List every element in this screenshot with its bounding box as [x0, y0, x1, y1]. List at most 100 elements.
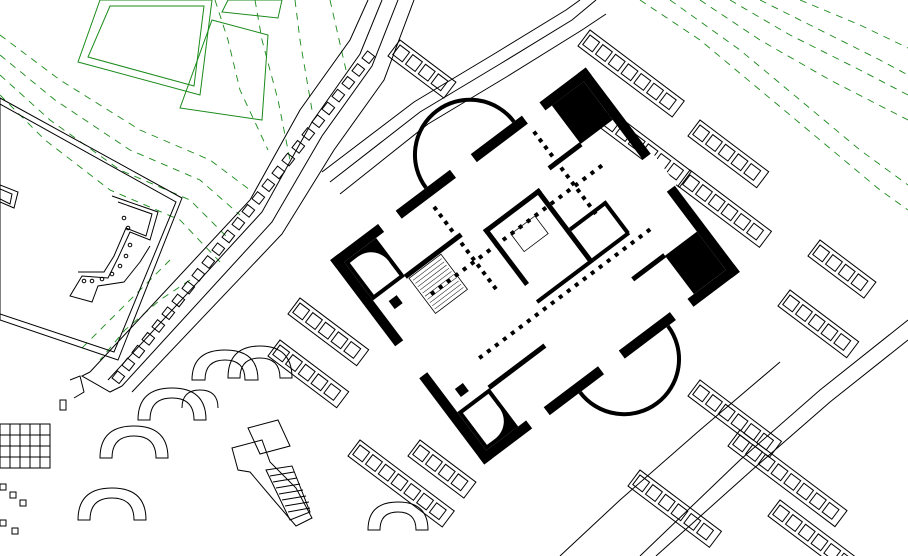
column-dot	[509, 230, 516, 236]
arcade-cell	[261, 178, 276, 193]
arcade-cell	[331, 88, 346, 103]
room-cell	[794, 303, 814, 323]
column-dot	[565, 187, 572, 194]
room-row	[777, 289, 860, 359]
column-dot	[591, 209, 598, 216]
column-dot	[517, 224, 524, 230]
room-cell	[695, 522, 715, 541]
room-row-outline	[727, 429, 848, 528]
room-cell	[732, 434, 751, 453]
arcade-cell	[191, 267, 206, 282]
column-dot	[461, 266, 468, 272]
column-dot	[589, 269, 596, 276]
arcade-cell	[111, 370, 126, 385]
column-dot	[581, 175, 588, 182]
right-block-rows	[387, 29, 877, 359]
room-cell	[770, 463, 789, 482]
room-cell	[820, 323, 839, 342]
column-dot	[589, 169, 596, 176]
column-dot	[597, 163, 604, 170]
room-row-outline	[677, 169, 773, 249]
column-dot	[509, 330, 516, 336]
room-cell	[730, 153, 749, 172]
room-cell	[810, 533, 829, 552]
column-dot	[475, 263, 482, 269]
room-cell	[437, 463, 456, 482]
column-dot	[532, 130, 538, 137]
column-dot	[645, 227, 652, 234]
column-dot	[470, 255, 476, 262]
room-cell	[808, 492, 827, 511]
room-row-outline	[627, 469, 723, 549]
arcade-cell	[211, 242, 226, 257]
column-dot	[448, 227, 455, 233]
column-dot	[613, 251, 620, 258]
room-cell	[730, 413, 749, 432]
room-cell	[317, 321, 336, 340]
column-dot	[637, 233, 644, 240]
arcade-cell	[231, 216, 246, 231]
column-dot	[548, 151, 555, 158]
room-cell	[682, 174, 701, 193]
arcade-cell	[131, 344, 146, 359]
room-cell	[412, 444, 431, 463]
column-dot	[586, 202, 593, 208]
room-cell	[744, 443, 764, 463]
room-cell	[743, 162, 762, 182]
column-dot	[469, 260, 476, 266]
column-dot	[486, 277, 493, 284]
room-row	[287, 297, 370, 367]
room-cell	[582, 34, 601, 53]
room-cell	[717, 403, 736, 422]
room-cell	[720, 203, 739, 222]
room-cell	[272, 344, 291, 363]
room-row-outline	[767, 499, 863, 556]
column-dot	[541, 305, 548, 312]
room-cell	[428, 502, 447, 521]
room-cell	[782, 294, 801, 313]
column-dot	[564, 173, 571, 180]
column-dot	[477, 254, 484, 260]
room-cell	[657, 493, 676, 512]
room-cell	[310, 373, 329, 392]
room-cell	[745, 222, 765, 241]
bottom-block-rows	[267, 297, 863, 556]
arcade-cell	[121, 357, 136, 372]
room-cell	[392, 44, 411, 63]
left-grid-block	[0, 423, 51, 469]
room-cell	[304, 311, 324, 331]
arcade-cell	[301, 127, 316, 142]
column-dot	[437, 212, 444, 219]
room-cell	[415, 492, 435, 511]
arcade-cell	[351, 63, 366, 78]
column-dot	[533, 311, 540, 318]
room-cell	[417, 63, 436, 82]
room-cell	[297, 363, 316, 382]
arcade-cell	[361, 50, 376, 65]
column-dot	[581, 275, 588, 282]
room-cell	[821, 501, 840, 520]
room-cell	[757, 453, 776, 472]
room-row	[687, 119, 770, 189]
column-dot	[443, 220, 449, 226]
column-dot	[459, 241, 466, 248]
room-row-outline	[407, 439, 477, 499]
landscape-paths	[0, 0, 908, 361]
room-cell	[824, 253, 844, 273]
garden-beds	[77, 0, 283, 121]
room-cell	[644, 483, 664, 503]
column-dot	[481, 270, 487, 276]
room-row-outline	[387, 39, 457, 99]
arcade-cell	[181, 280, 196, 295]
room-row	[767, 499, 863, 556]
arcade-cell	[251, 191, 266, 206]
room-cell	[284, 353, 304, 373]
room-row	[677, 169, 773, 249]
central-basilica-plan	[330, 67, 740, 465]
column-dot	[559, 166, 565, 172]
column-dot	[575, 187, 582, 194]
arcade-cell	[291, 139, 306, 154]
room-cell	[797, 523, 816, 542]
column-dot	[493, 342, 500, 348]
column-dot	[573, 281, 580, 288]
